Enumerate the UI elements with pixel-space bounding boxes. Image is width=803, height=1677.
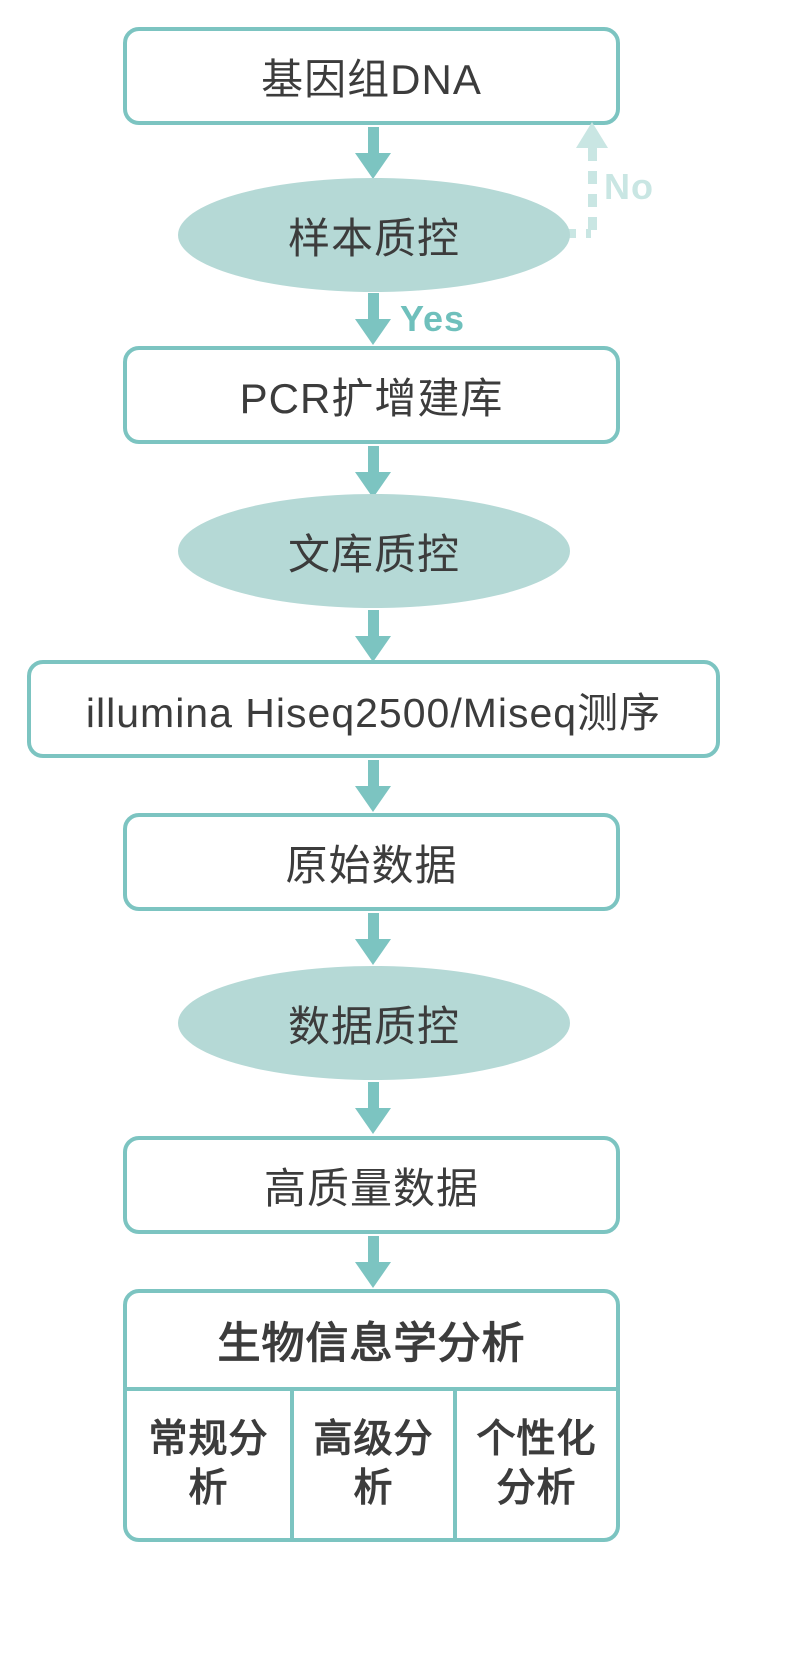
arrow-shaft <box>367 1082 379 1108</box>
arrow-head <box>355 1108 391 1134</box>
arrow-sequencing-to-rawdata <box>355 760 391 812</box>
node-pcr-library: PCR扩增建库 <box>123 346 620 444</box>
arrow-shaft <box>367 760 379 786</box>
arrow-genomic-to-sampleqc <box>355 127 391 179</box>
node-library-qc-label: 文库质控 <box>287 530 460 578</box>
node-genomic-dna-label: 基因组DNA <box>261 55 482 103</box>
arrow-head <box>355 319 391 345</box>
arrow-head <box>355 472 391 498</box>
arrow-cleandata-to-analysis <box>355 1236 391 1288</box>
node-bioinformatics-analysis: 生物信息学分析 常规分析 高级分析 个性化分析 <box>123 1289 620 1542</box>
node-high-quality-data-label: 高质量数据 <box>263 1164 479 1212</box>
arrow-head <box>355 939 391 965</box>
node-raw-data: 原始数据 <box>123 813 620 911</box>
node-data-qc: 数据质控 <box>178 966 570 1080</box>
arrow-pcr-to-libraryqc <box>355 446 391 498</box>
no-feedback-arrowhead-icon <box>576 122 608 148</box>
cell-custom-analysis-label: 个性化分析 <box>476 1417 597 1510</box>
arrow-shaft <box>367 610 379 636</box>
arrow-rawdata-to-dataqc <box>355 913 391 965</box>
bioinformatics-header-label: 生物信息学分析 <box>217 1320 526 1368</box>
cell-advanced-analysis-label: 高级分析 <box>313 1417 434 1510</box>
node-sample-qc: 样本质控 <box>178 178 570 292</box>
node-data-qc-label: 数据质控 <box>287 1002 460 1050</box>
arrow-shaft <box>367 1236 379 1262</box>
no-feedback-arrow-vertical <box>588 148 597 234</box>
node-pcr-library-label: PCR扩增建库 <box>239 374 504 422</box>
node-sequencing: illumina Hiseq2500/Miseq测序 <box>27 660 720 758</box>
bioinformatics-header: 生物信息学分析 <box>127 1293 616 1391</box>
arrow-libraryqc-to-sequencing <box>355 610 391 662</box>
node-raw-data-label: 原始数据 <box>285 841 458 889</box>
no-feedback-arrow-horizontal <box>563 229 591 238</box>
arrow-head <box>355 786 391 812</box>
yes-label: Yes <box>400 298 466 339</box>
cell-custom-analysis: 个性化分析 <box>453 1391 616 1538</box>
node-high-quality-data: 高质量数据 <box>123 1136 620 1234</box>
node-genomic-dna: 基因组DNA <box>123 27 620 125</box>
arrow-shaft <box>367 913 379 939</box>
analysis-cells: 常规分析 高级分析 个性化分析 <box>127 1391 616 1538</box>
node-library-qc: 文库质控 <box>178 494 570 608</box>
arrow-head <box>355 636 391 662</box>
arrow-shaft <box>367 127 379 153</box>
node-sequencing-label: illumina Hiseq2500/Miseq测序 <box>85 690 662 736</box>
arrow-head <box>355 1262 391 1288</box>
arrow-shaft <box>367 446 379 472</box>
cell-basic-analysis: 常规分析 <box>127 1391 290 1538</box>
arrow-dataqc-to-cleandata <box>355 1082 391 1134</box>
node-sample-qc-label: 样本质控 <box>287 214 460 262</box>
arrow-sampleqc-to-pcr <box>355 293 391 345</box>
arrow-shaft <box>367 293 379 319</box>
cell-basic-analysis-label: 常规分析 <box>148 1417 269 1510</box>
cell-advanced-analysis: 高级分析 <box>290 1391 453 1538</box>
arrow-head <box>355 153 391 179</box>
no-label: No <box>604 166 654 207</box>
